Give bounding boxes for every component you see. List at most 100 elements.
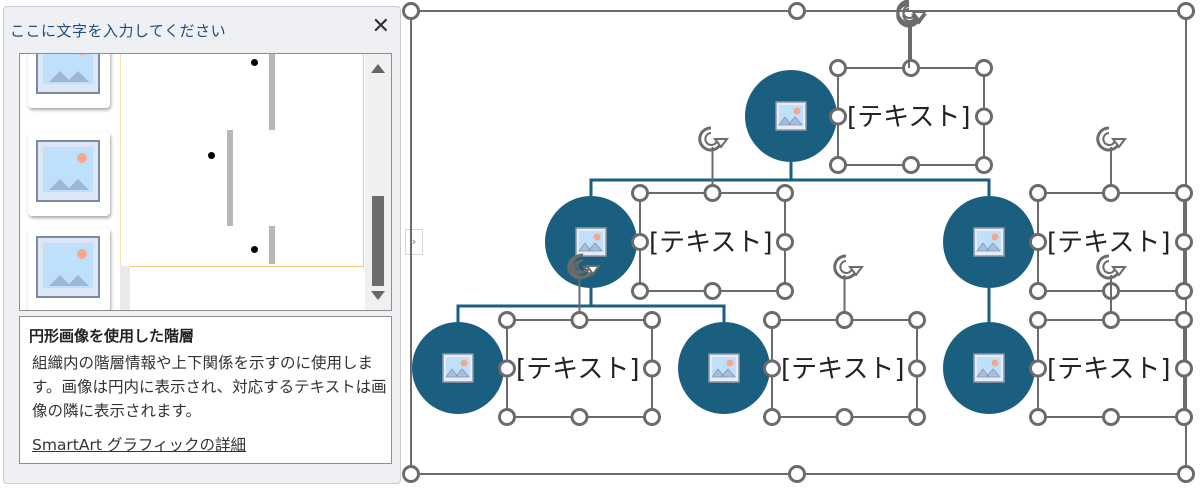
text-entry-bar[interactable]	[269, 226, 275, 264]
resize-handle[interactable]	[1177, 2, 1195, 20]
resize-handle[interactable]	[1029, 359, 1047, 378]
resize-handle[interactable]	[1102, 311, 1120, 329]
resize-handle[interactable]	[570, 408, 589, 426]
resize-handle[interactable]	[788, 2, 806, 20]
rotate-handle-icon[interactable]	[833, 254, 864, 280]
rotate-handle-icon[interactable]	[698, 126, 729, 152]
smartart-node-l2-c[interactable]: [テキスト]	[943, 254, 1193, 426]
resize-handle[interactable]	[570, 311, 589, 329]
connectors	[456, 162, 991, 322]
rotate-handle-icon[interactable]	[1096, 254, 1127, 280]
resize-handle[interactable]	[1029, 184, 1047, 202]
resize-handle[interactable]	[829, 107, 847, 126]
picture-placeholder-icon[interactable]	[28, 54, 110, 108]
resize-handle[interactable]	[631, 233, 649, 251]
picture-placeholder-icon[interactable]	[973, 227, 1005, 257]
rotate-handle-icon[interactable]	[1096, 126, 1127, 152]
resize-handle[interactable]	[908, 359, 926, 378]
layout-description: 円形画像を使用した階層 組織内の階層情報や上下関係を示すのに使用します。画像は円…	[19, 316, 392, 464]
resize-handle[interactable]	[908, 408, 926, 426]
resize-handle[interactable]	[975, 156, 993, 174]
resize-handle[interactable]	[763, 311, 781, 329]
smartart-node-l2-a[interactable]: [テキスト]	[412, 254, 661, 426]
picture-placeholder-icon[interactable]	[28, 132, 110, 216]
picture-placeholder-icon[interactable]	[28, 228, 110, 310]
node-text[interactable]: [テキスト]	[781, 355, 905, 385]
picture-placeholder-icon[interactable]	[575, 227, 607, 257]
bullet-text-area[interactable]	[120, 54, 364, 267]
picture-thumbnails	[20, 54, 130, 310]
resize-handle[interactable]	[1177, 465, 1195, 483]
resize-handle[interactable]	[1175, 233, 1193, 251]
node-text[interactable]: [テキスト]	[1047, 228, 1171, 258]
resize-handle[interactable]	[829, 156, 847, 174]
resize-handle[interactable]	[902, 59, 920, 77]
text-pane-editor[interactable]	[19, 53, 392, 311]
resize-handle[interactable]	[631, 282, 649, 300]
resize-handle[interactable]	[902, 156, 920, 174]
smartart-node-l1-left[interactable]: [テキスト]	[545, 126, 794, 300]
resize-handle[interactable]	[703, 282, 722, 300]
connector-l1-left	[456, 288, 726, 322]
resize-handle[interactable]	[975, 107, 993, 126]
resize-handle[interactable]	[1029, 233, 1047, 251]
resize-handle[interactable]	[1102, 408, 1120, 426]
resize-handle[interactable]	[498, 408, 516, 426]
resize-handle[interactable]	[498, 311, 516, 329]
resize-handle[interactable]	[975, 59, 993, 77]
chevron-right-icon[interactable]: ›	[405, 229, 423, 255]
node-text[interactable]: [テキスト]	[847, 103, 971, 133]
resize-handle[interactable]	[1029, 282, 1047, 300]
resize-handle[interactable]	[1175, 311, 1193, 329]
node-text[interactable]: [テキスト]	[1047, 355, 1171, 385]
smartart-node-l1-right[interactable]: [テキスト]	[943, 126, 1193, 300]
resize-handle[interactable]	[643, 408, 661, 426]
resize-handle[interactable]	[776, 233, 794, 251]
resize-handle[interactable]	[1029, 311, 1047, 329]
bullet-level-1	[251, 246, 258, 253]
picture-placeholder-icon[interactable]	[708, 353, 740, 383]
resize-handle[interactable]	[643, 311, 661, 329]
resize-handle[interactable]	[402, 465, 420, 483]
editor-gutter	[120, 266, 130, 310]
resize-handle[interactable]	[763, 408, 781, 426]
resize-handle[interactable]	[1102, 184, 1120, 202]
resize-handle[interactable]	[788, 465, 806, 483]
resize-handle[interactable]	[643, 359, 661, 378]
text-entry-bar[interactable]	[227, 130, 233, 226]
resize-handle[interactable]	[402, 2, 420, 20]
node-text[interactable]: [テキスト]	[649, 228, 773, 258]
text-entry-bar[interactable]	[269, 54, 275, 130]
resize-handle[interactable]	[835, 311, 854, 329]
resize-handle[interactable]	[908, 311, 926, 329]
resize-handle[interactable]	[776, 282, 794, 300]
smartart-node-l2-b[interactable]: [テキスト]	[678, 254, 926, 426]
layout-description-text: 組織内の階層情報や上下関係を示すのに使用します。画像は円内に表示され、対応するテ…	[32, 354, 387, 420]
scroll-down-icon[interactable]	[371, 291, 385, 300]
close-icon[interactable]: ✕	[371, 14, 390, 39]
smartart-node-root[interactable]: [テキスト]	[745, 2, 993, 174]
picture-placeholder-icon[interactable]	[973, 353, 1005, 383]
resize-handle[interactable]	[631, 184, 649, 202]
scrollbar-thumb[interactable]	[372, 196, 384, 286]
resize-handle[interactable]	[703, 184, 722, 202]
resize-handle[interactable]	[1175, 359, 1193, 378]
resize-handle[interactable]	[776, 184, 794, 202]
node-text[interactable]: [テキスト]	[516, 355, 640, 385]
smartart-details-link[interactable]: SmartArt グラフィックの詳細	[32, 436, 247, 454]
resize-handle[interactable]	[829, 59, 847, 77]
resize-handle[interactable]	[1175, 184, 1193, 202]
resize-handle[interactable]	[763, 359, 781, 378]
picture-placeholder-icon[interactable]	[442, 353, 474, 383]
vertical-scrollbar[interactable]	[365, 54, 391, 310]
picture-placeholder-icon[interactable]	[775, 101, 807, 131]
scroll-up-icon[interactable]	[371, 64, 385, 73]
text-pane-title: ここに文字を入力してください	[10, 22, 227, 40]
resize-handle[interactable]	[1029, 408, 1047, 426]
resize-handle[interactable]	[498, 359, 516, 378]
resize-handle[interactable]	[835, 408, 854, 426]
frame-handles[interactable]	[402, 0, 1195, 483]
resize-handle[interactable]	[1175, 282, 1193, 300]
resize-handle[interactable]	[1175, 408, 1193, 426]
